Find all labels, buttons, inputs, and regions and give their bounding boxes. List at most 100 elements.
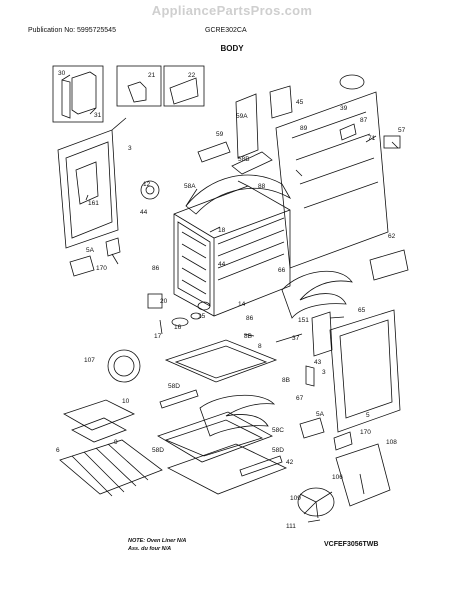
callout-44-lower: 44 [218, 261, 226, 268]
part-door-frame [57, 129, 119, 249]
part-21 [127, 81, 147, 103]
publication-number: Publication No: 5995725545 [28, 27, 116, 34]
callout-170-right: 170 [360, 429, 371, 436]
callout-3-right: 3 [322, 369, 326, 376]
part-57 [383, 135, 401, 149]
figure-code: VCFEF3056TWB [324, 541, 379, 548]
callout-8B-lower: 8B [282, 377, 290, 384]
part-door-inner [65, 141, 113, 239]
part-9 [71, 417, 127, 443]
part-58D-b [239, 455, 283, 477]
inset-box-22 [163, 65, 205, 107]
callout-58C: 58C [272, 427, 284, 434]
part-107-inner [113, 355, 135, 377]
callout-30: 30 [58, 70, 66, 77]
callout-88: 88 [258, 183, 266, 190]
part-109 [297, 487, 335, 517]
part-42 [166, 443, 288, 495]
callout-8B-upper: 8B [244, 333, 252, 340]
part-59 [197, 141, 231, 163]
callout-58D-right: 58D [272, 447, 284, 454]
part-106 [359, 473, 365, 495]
part-back-panel [275, 91, 389, 269]
callout-5A-right: 5A [316, 411, 325, 418]
part-hinge-left [69, 255, 95, 277]
callout-107: 107 [84, 357, 95, 364]
callout-106: 106 [332, 474, 343, 481]
callout-16: 16 [174, 324, 182, 331]
part-12-center [145, 185, 155, 195]
part-hinge-receiver [105, 237, 121, 257]
callout-151: 151 [298, 317, 309, 324]
part-108 [335, 443, 391, 507]
callout-5A-left: 5A [86, 247, 95, 254]
part-10 [63, 399, 135, 431]
part-drip-pan [164, 339, 278, 383]
callout-39: 39 [340, 105, 348, 112]
callout-45: 45 [296, 99, 304, 106]
part-37 [275, 333, 303, 343]
callout-8: 8 [258, 343, 262, 350]
callout-37: 37 [292, 335, 300, 342]
part-back-panel-ribs [291, 111, 379, 209]
callout-89: 89 [300, 125, 308, 132]
part-broil-element [281, 270, 353, 319]
callout-86-upper: 86 [152, 265, 160, 272]
part-rack-wires [71, 443, 149, 497]
callout-labels: 30 31 21 22 45 39 59A 59 87 57 89 71 3 5… [56, 70, 406, 530]
part-insulation-top [185, 174, 292, 215]
callout-161: 161 [88, 200, 99, 207]
part-12 [140, 180, 160, 200]
callout-58A: 58A [184, 183, 196, 190]
callout-86-lower: 86 [246, 315, 254, 322]
part-oven-bottom-inner [164, 419, 264, 457]
inset-box-21 [116, 65, 162, 107]
part-oven-cavity [173, 185, 291, 317]
part-8B-upper [243, 333, 255, 337]
part-45 [269, 85, 293, 119]
part-15 [190, 312, 202, 320]
section-title: BODY [220, 44, 244, 53]
part-151 [311, 311, 333, 357]
part-39 [339, 74, 365, 90]
callout-15: 15 [198, 313, 206, 320]
callout-59: 59 [216, 131, 224, 138]
callout-6: 6 [56, 447, 60, 454]
callout-17: 17 [154, 333, 162, 340]
part-rack-guides-right [217, 217, 285, 281]
callout-65: 65 [358, 307, 366, 314]
callout-108: 108 [386, 439, 397, 446]
callout-12: 12 [143, 181, 151, 188]
part-hinge-right [299, 417, 325, 439]
site-watermark: AppliancePartsPros.com [151, 3, 313, 18]
callout-111: 111 [286, 523, 296, 530]
callout-59A: 59A [236, 113, 248, 120]
callout-58D-top: 58D [168, 383, 180, 390]
part-59A [235, 93, 259, 159]
part-drip-pan-inner [174, 345, 268, 379]
note-oven-liner: NOTE: Oven Liner N/A [128, 538, 187, 544]
model-number: GCRE302CA [205, 27, 247, 34]
callout-18: 18 [218, 227, 226, 234]
part-107 [107, 349, 141, 383]
part-58D-a [159, 389, 199, 409]
part-111 [307, 519, 321, 523]
callout-21: 21 [148, 72, 156, 79]
callout-14: 14 [238, 301, 246, 308]
callout-22: 22 [188, 72, 196, 79]
callout-44-upper: 44 [140, 209, 148, 216]
part-door-right [329, 309, 401, 433]
part-door-glass [339, 319, 393, 419]
part-oven-bottom [157, 411, 273, 463]
callout-62: 62 [388, 233, 396, 240]
callout-31: 31 [94, 112, 102, 119]
part-bake-element [199, 394, 276, 437]
callout-10: 10 [122, 398, 130, 405]
callout-170-left: 170 [96, 265, 107, 272]
part-rack [59, 439, 163, 495]
callout-67: 67 [296, 395, 304, 402]
part-fan-blades [299, 491, 333, 519]
callout-20: 20 [160, 298, 168, 305]
callout-3: 3 [128, 145, 132, 152]
